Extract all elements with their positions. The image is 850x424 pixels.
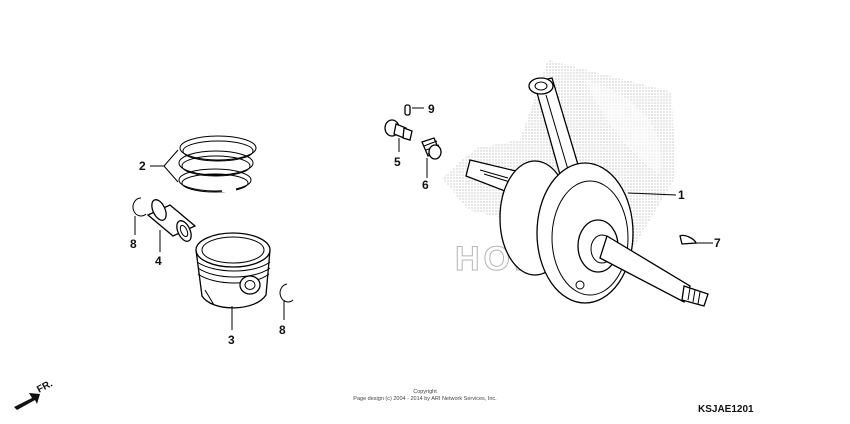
footer: Copyright Page design (c) 2004 - 2014 by… <box>353 389 754 415</box>
piston[interactable] <box>195 232 271 309</box>
crankshaft-assembly[interactable] <box>465 77 709 307</box>
front-arrow-icon <box>14 393 40 410</box>
copyright-title: Copyright <box>413 389 437 395</box>
callout-8-right: 8 <box>279 323 286 337</box>
callout-5: 5 <box>394 155 401 169</box>
diagram-code: KSJAE1201 <box>698 404 754 415</box>
piston-pin-clip-left[interactable] <box>132 197 147 217</box>
callout-7: 7 <box>714 236 721 250</box>
callouts: 2 8 4 3 8 9 5 6 1 7 <box>130 102 721 347</box>
callout-3: 3 <box>228 333 235 347</box>
callout-2: 2 <box>139 159 146 173</box>
piston-rings[interactable] <box>178 135 257 193</box>
piston-pin[interactable] <box>146 197 197 243</box>
callout-6: 6 <box>422 178 429 192</box>
o-ring[interactable] <box>404 104 411 116</box>
callout-8-left: 8 <box>130 237 137 251</box>
copyright-notice: Page design (c) 2004 - 2014 by ARI Netwo… <box>353 396 497 402</box>
piston-pin-clip-right[interactable] <box>279 283 294 303</box>
front-label: FR. <box>35 378 55 395</box>
callout-1: 1 <box>678 188 685 202</box>
tensioner-spring[interactable] <box>421 137 442 160</box>
callout-4: 4 <box>155 254 162 268</box>
tensioner-bolt[interactable] <box>384 119 413 141</box>
front-direction-indicator: FR. <box>14 378 55 410</box>
callout-9: 9 <box>428 102 435 116</box>
leader-lines <box>134 107 713 330</box>
woodruff-key[interactable] <box>679 234 697 245</box>
